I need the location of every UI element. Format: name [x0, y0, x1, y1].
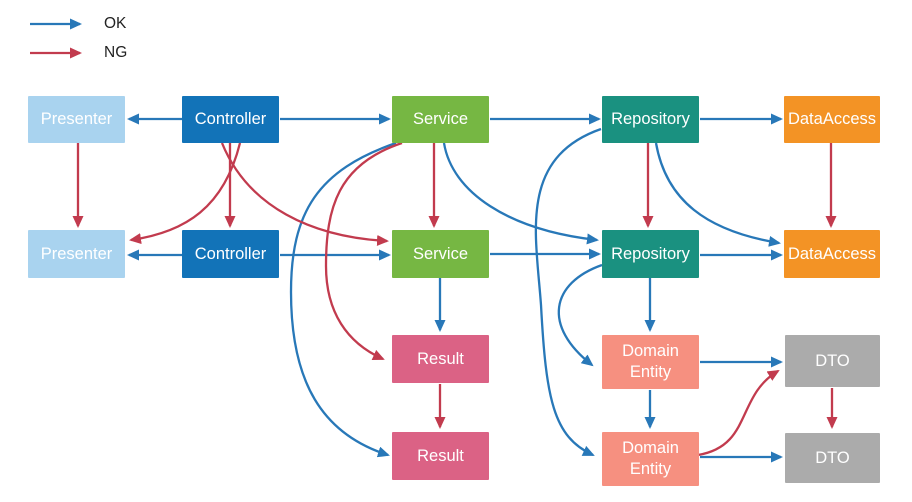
- ng-arrow-icon: [30, 47, 82, 59]
- ok-arrow-icon: [30, 18, 82, 30]
- node-domain-entity-1: Domain Entity: [602, 335, 699, 389]
- node-repository-1: Repository: [602, 96, 699, 143]
- legend-ok-label: OK: [104, 15, 127, 32]
- node-service-1: Service: [392, 96, 489, 143]
- legend: OK NG: [30, 12, 127, 70]
- node-presenter-1: Presenter: [28, 96, 125, 143]
- edge-ok-service1-to-result2: [289, 141, 397, 458]
- node-dataaccess-2: DataAccess: [784, 230, 880, 278]
- node-dataaccess-1: DataAccess: [784, 96, 880, 143]
- legend-row-ok: OK: [30, 12, 127, 36]
- edge-ok-repository1-to-dataaccess2: [654, 142, 781, 247]
- edge-ng-domainentity2-to-dto1: [697, 369, 780, 457]
- node-repository-2: Repository: [602, 230, 699, 278]
- edge-ok-repository1-to-domainentity2: [534, 127, 602, 457]
- edge-ng-controller1-to-presenter2: [129, 142, 242, 244]
- node-dto-2: DTO: [785, 433, 880, 483]
- node-dto-1: DTO: [785, 335, 880, 387]
- node-service-2: Service: [392, 230, 489, 278]
- node-result-2: Result: [392, 432, 489, 480]
- edge-ok-repository2-to-domainentity1-arc: [557, 263, 603, 367]
- legend-ng-label: NG: [104, 44, 128, 61]
- edge-ng-controller1-to-service2: [220, 142, 389, 246]
- edge-ok-service1-to-repository2: [442, 142, 599, 245]
- edge-ng-service1-to-result1: [324, 141, 403, 361]
- node-result-1: Result: [392, 335, 489, 383]
- legend-row-ng: NG: [30, 41, 127, 65]
- node-domain-entity-2: Domain Entity: [602, 432, 699, 486]
- node-controller-2: Controller: [182, 230, 279, 278]
- node-presenter-2: Presenter: [28, 230, 125, 278]
- node-controller-1: Controller: [182, 96, 279, 143]
